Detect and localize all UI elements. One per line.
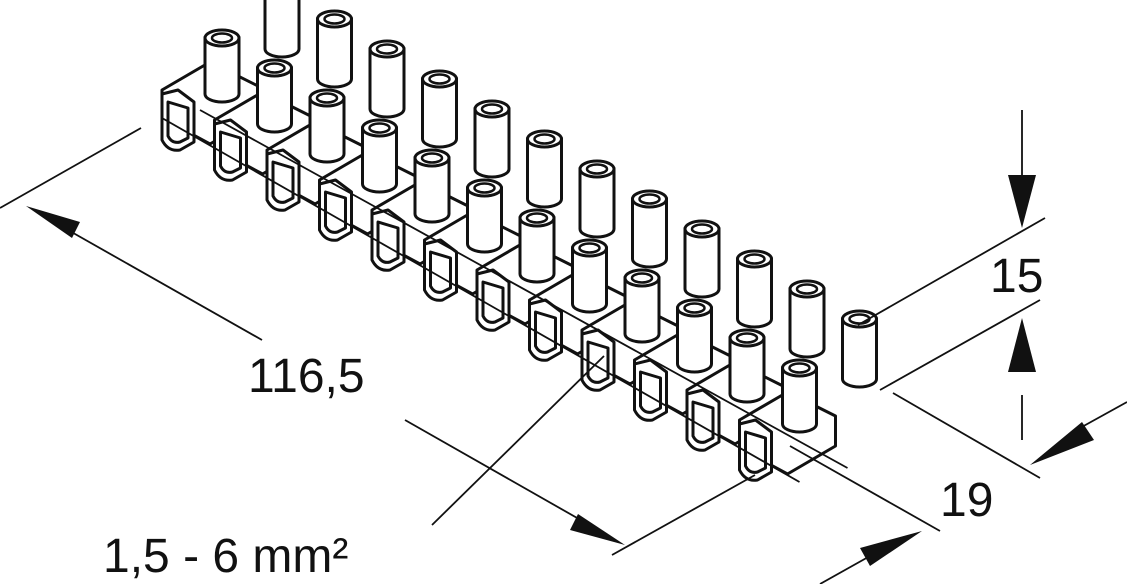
terminal-strip [160,0,878,483]
strip-bottom-edge [161,117,800,483]
terminal-unit [633,249,773,422]
terminal-unit [318,69,458,242]
length-extension-left [0,127,142,209]
depth-label: 19 [940,474,993,527]
length-dimension-line-b [404,419,601,532]
cross-section-label: 1,5 - 6 mm² [103,530,348,583]
length-label: 116,5 [248,350,365,403]
front-screw [413,148,451,224]
cross-section-leader [431,355,605,526]
rear-screw [263,0,301,59]
terminal-unit [265,39,406,212]
front-screw [466,178,503,254]
front-screw [361,118,398,194]
terminal-unit [475,159,616,332]
height-arrow-bottom [1008,318,1036,372]
front-screw [676,298,713,374]
depth-dimension: 19 [789,392,1127,584]
length-dimension-line-a [67,229,263,341]
length-arrow-left [26,206,80,238]
front-screw [571,238,608,314]
terminal-unit [685,279,826,452]
length-dimension: 116,5 [0,127,756,556]
height-label: 15 [990,250,1043,303]
depth-extension-right [892,392,1041,479]
rear-screw [788,279,826,359]
rear-screw [841,309,878,389]
front-screw [308,88,346,164]
rear-screw [736,249,773,329]
height-extension-top [857,217,1046,326]
rear-screw [473,99,511,179]
depth-dimension-line-a [1079,401,1127,429]
rear-screw [421,69,458,149]
front-screw [518,208,556,284]
front-screw [623,268,661,344]
rear-screw [368,39,406,119]
depth-arrow-bottom [860,531,922,566]
front-screw [203,28,241,104]
height-dimension: 15 [857,110,1046,440]
height-extension-bottom [879,299,1041,391]
rear-screw [683,219,721,299]
cross-section-callout: 1,5 - 6 mm² [103,355,605,583]
terminal-unit [370,99,511,272]
rear-screw [526,129,563,209]
length-arrow-right [570,514,625,545]
rear-screw [631,189,668,269]
length-extension-right [611,474,756,556]
rear-screw [316,9,353,89]
depth-arrow-top [1030,422,1094,465]
height-arrow-top [1008,175,1036,228]
depth-dimension-line-b [819,555,871,584]
rear-screw [578,159,616,239]
depth-extension-front [789,445,941,532]
front-screw [256,58,293,134]
strip-rear-edge [199,109,848,469]
front-screw [728,328,766,404]
front-screw [781,358,818,434]
